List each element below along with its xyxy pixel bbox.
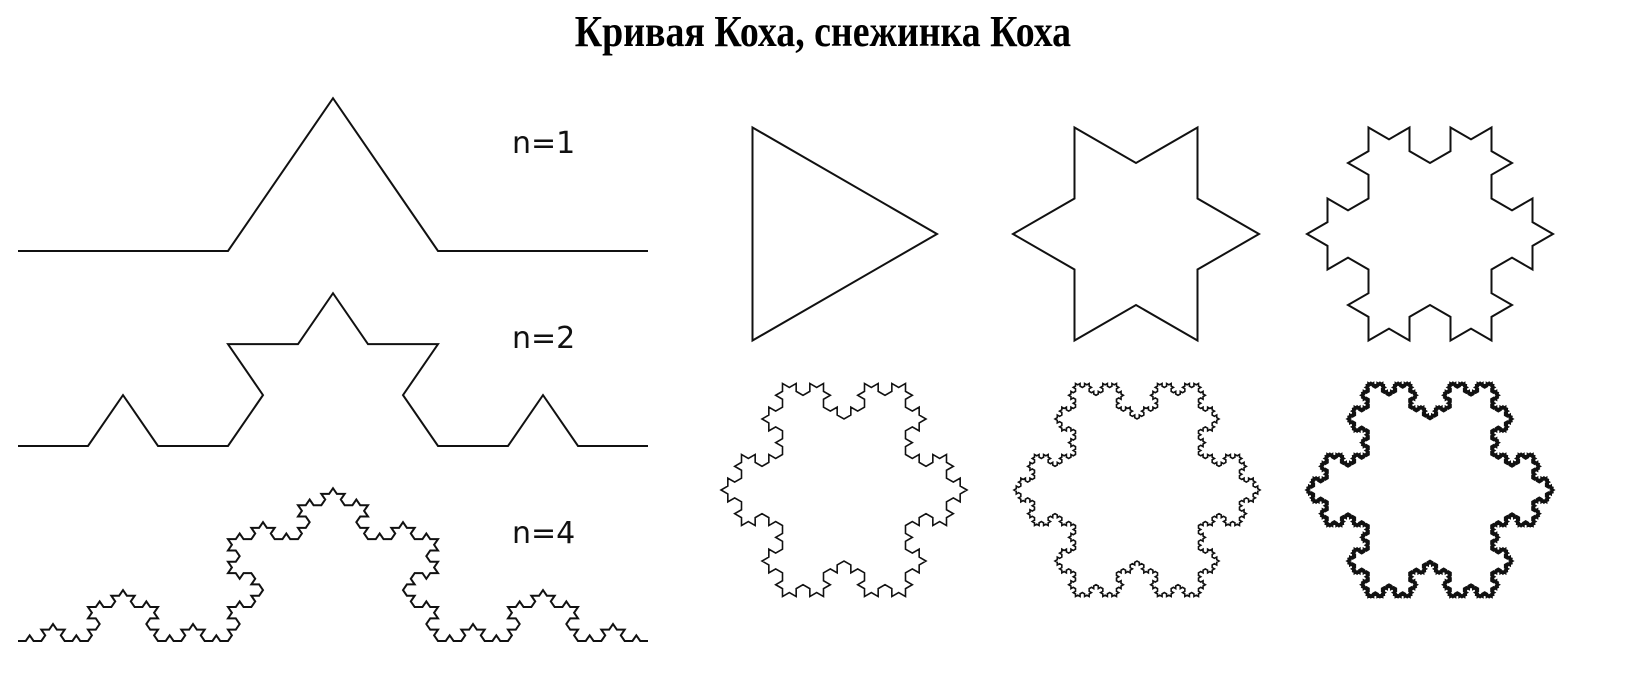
koch-snowflake-n2 — [1305, 125, 1555, 343]
curve-label-n2: n=2 — [512, 321, 576, 356]
diagram-title: Кривая Коха, снежинка Коха — [574, 7, 1072, 56]
koch-curve-n4 — [18, 486, 648, 642]
koch-snowflake-n5 — [1304, 381, 1556, 599]
koch-snowflake-n3 — [719, 382, 969, 598]
koch-snowflake-n4 — [1012, 382, 1262, 598]
koch-curve-n2 — [18, 291, 648, 447]
koch-snowflake-n0 — [751, 125, 940, 343]
koch-curve-n1 — [18, 96, 648, 252]
koch-snowflake-n1 — [1011, 125, 1261, 343]
curve-label-n4: n=4 — [512, 516, 576, 551]
curve-label-n1: n=1 — [512, 126, 576, 161]
